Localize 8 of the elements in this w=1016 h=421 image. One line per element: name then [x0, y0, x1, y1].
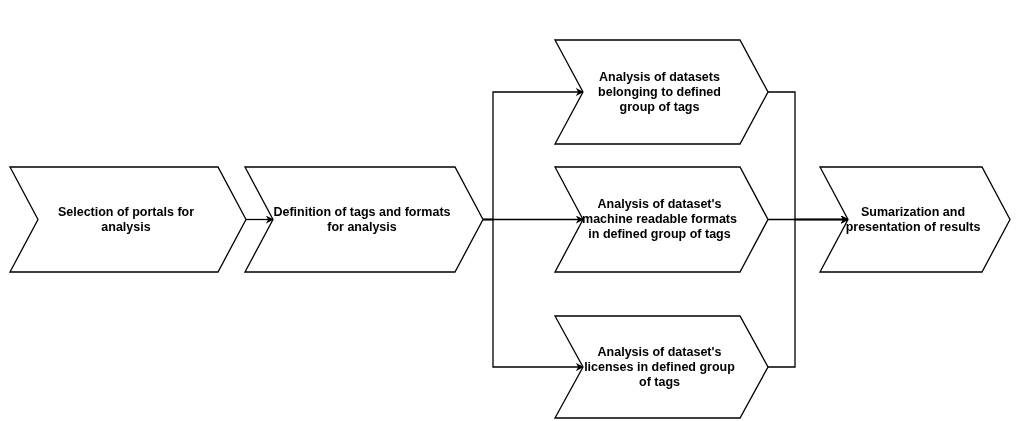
step-label: Analysis of dataset's licenses in defined group of tags [583, 344, 736, 390]
connector-arrow [245, 215, 274, 224]
connector-arrow [482, 218, 584, 371]
step-label: Definition of tags and formats for analysis [272, 204, 452, 235]
step-label: Analysis of datasets belonging to defined group of tags [597, 69, 722, 115]
step-label: Analysis of dataset's machine readable formats in defined group of tags [581, 197, 738, 242]
step-label: Sumarization and presentation of results [844, 204, 982, 235]
step-label: Selection of portals for analysis [56, 204, 196, 235]
